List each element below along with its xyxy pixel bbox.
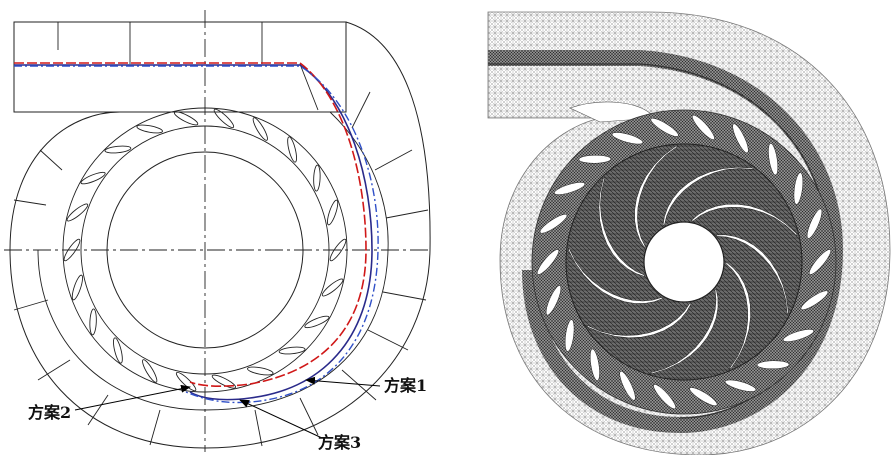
volute-inner-wall <box>37 111 389 411</box>
guide-vane <box>327 199 339 226</box>
guide-vane <box>578 154 612 164</box>
guide-vane <box>689 387 718 406</box>
guide-vane <box>619 370 636 401</box>
guide-vane <box>213 108 235 129</box>
scheme1-arrow <box>305 376 381 387</box>
impeller-blades <box>568 145 798 374</box>
impeller-blade <box>662 167 755 227</box>
guide-vane <box>539 213 568 234</box>
guide-vane <box>113 337 123 364</box>
guide-vane <box>321 278 344 297</box>
guide-vane <box>724 379 757 392</box>
guide-vane <box>304 315 330 329</box>
scheme1-label: 方案1 <box>384 376 427 395</box>
guide-vane <box>800 290 829 311</box>
guide-vane <box>104 145 132 154</box>
impeller-outline <box>565 143 803 381</box>
guide-vane <box>554 182 586 195</box>
guide-vane <box>589 348 600 381</box>
scheme2-curve <box>14 62 367 387</box>
guide-vane <box>252 117 268 141</box>
guide-vane <box>247 366 274 376</box>
guide-vane <box>211 374 237 389</box>
guide-vane <box>142 359 158 383</box>
outlet-duct-dividers <box>57 22 263 64</box>
guide-vane <box>611 132 644 145</box>
impeller-blade <box>568 246 664 304</box>
guide-vane <box>71 274 83 301</box>
guide-vane <box>313 164 321 192</box>
mesh-diagram <box>487 11 891 455</box>
guide-vane <box>650 118 679 137</box>
impeller-blade <box>725 261 751 370</box>
guide-vane <box>175 371 197 392</box>
impeller-blade <box>715 234 789 316</box>
guide-vane <box>89 308 97 336</box>
mesh-guide-vanes <box>537 114 831 410</box>
guide-vane <box>287 136 297 163</box>
scheme2-label: 方案2 <box>28 403 71 422</box>
scheme2-arrow <box>74 384 191 411</box>
scheme3-arrow <box>239 399 323 439</box>
guide-vane <box>537 249 559 275</box>
volute-outer-wall <box>9 21 431 449</box>
impeller-blade <box>634 145 679 249</box>
guide-vanes <box>63 108 347 392</box>
guide-vane <box>653 384 676 410</box>
guide-vane <box>278 346 306 355</box>
guide-vane <box>545 285 562 316</box>
guide-vane <box>782 329 814 342</box>
impeller-blade <box>598 176 645 277</box>
guide-vane <box>806 208 823 239</box>
guide-vane <box>809 249 831 275</box>
guide-vane <box>756 360 790 370</box>
guide-vane <box>564 319 575 352</box>
geometry-diagram: 方案1 方案2 方案3 <box>4 10 432 452</box>
guide-vane-outline <box>531 109 837 415</box>
impeller-hub <box>643 221 725 303</box>
scheme3-curve <box>14 65 379 404</box>
guide-vane <box>173 111 199 126</box>
guide-vane <box>793 172 804 205</box>
guide-vane <box>80 171 106 185</box>
guide-vane <box>63 238 81 262</box>
guide-vane <box>136 124 163 134</box>
scheme1-curve <box>14 64 373 401</box>
guide-vane <box>66 203 89 222</box>
guide-vane <box>768 143 779 176</box>
guide-vane <box>329 238 347 262</box>
center-lines <box>4 10 432 452</box>
volute-section-lines <box>13 63 429 447</box>
guide-vane <box>692 114 715 140</box>
volute-dense-band <box>488 50 844 434</box>
impeller-blade <box>649 288 719 374</box>
outlet-duct <box>13 21 347 113</box>
impeller-blade <box>690 203 798 237</box>
scheme3-label: 方案3 <box>318 433 361 452</box>
impeller-blade <box>586 303 692 339</box>
guide-vane <box>732 123 749 154</box>
